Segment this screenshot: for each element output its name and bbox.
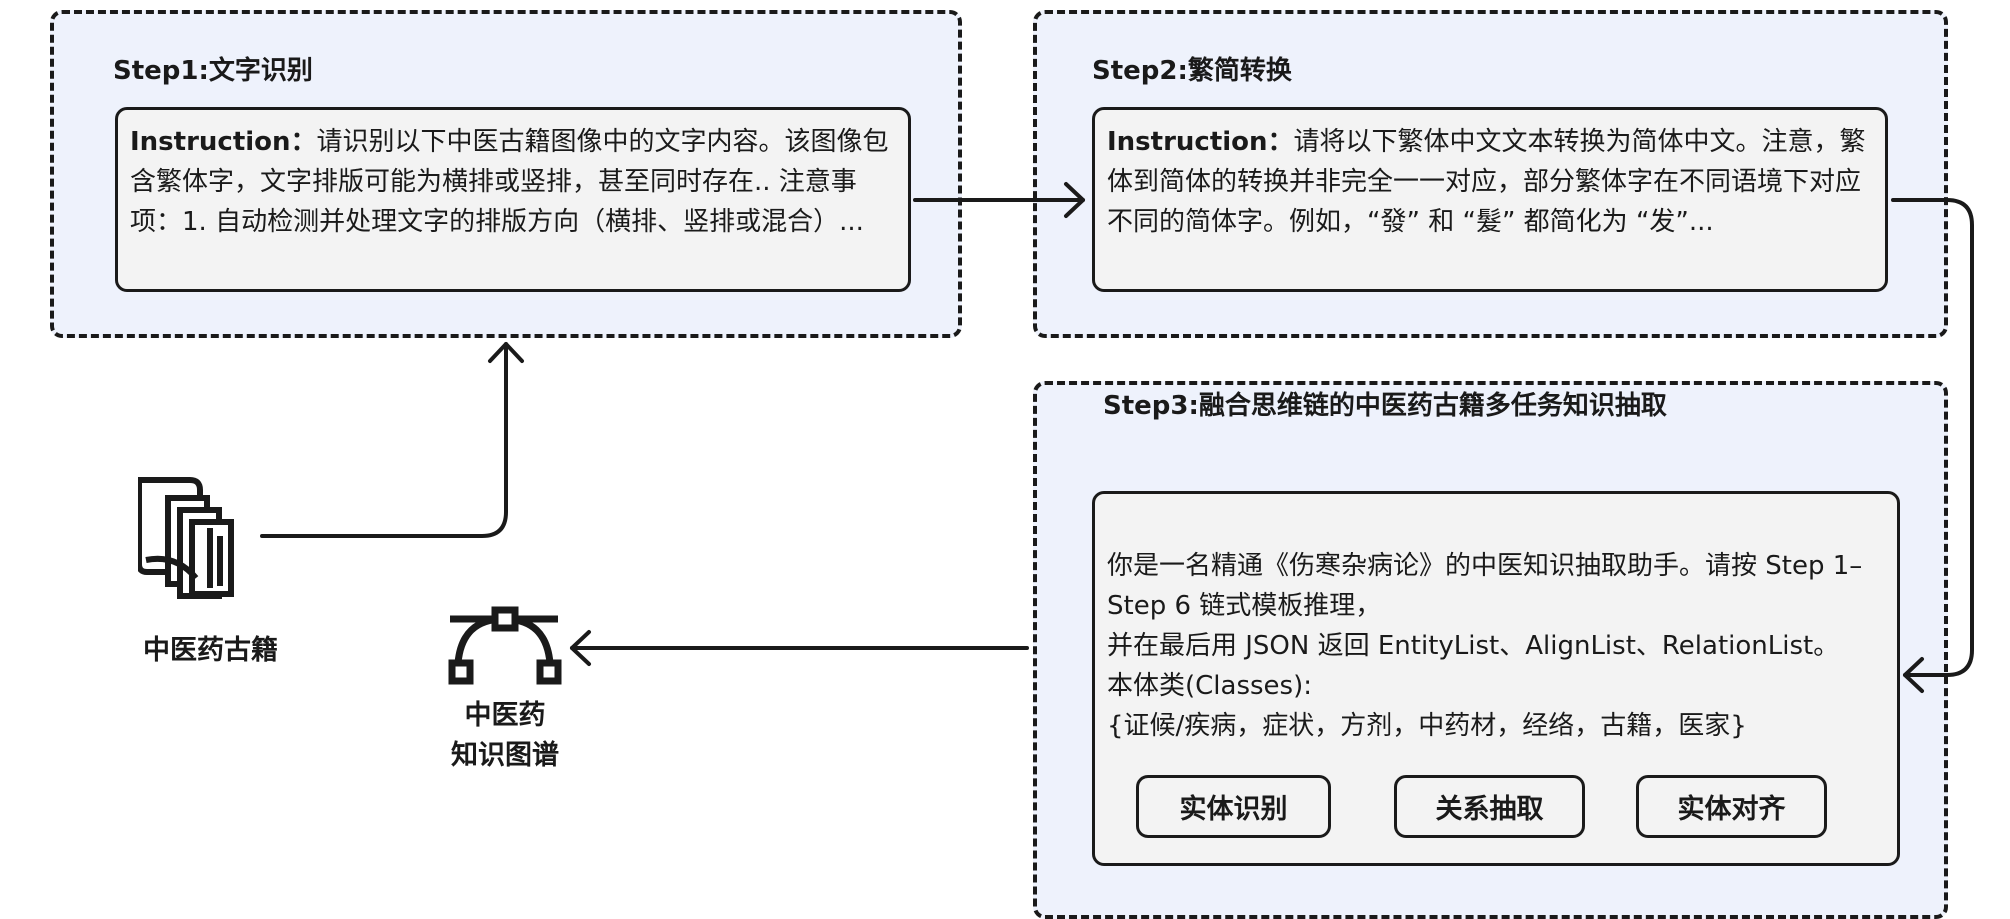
step3-prompt-line: 并在最后用 JSON 返回 EntityList、AlignList、Relat…: [1107, 631, 1840, 661]
step2-instruction-box: Instruction：请将以下繁体中文文本转换为简体中文。注意，繁体到简体的转…: [1092, 107, 1888, 292]
step3-prompt-line: {证候/疾病，症状，方剂，中药材，经络，古籍，医家}: [1107, 711, 1747, 741]
step1-instruction-box: Instruction：请识别以下中医古籍图像中的文字内容。该图像包含繁体字，文…: [115, 107, 911, 292]
bezier-curve-icon: [448, 606, 562, 685]
target-label-line1: 中医药: [464, 700, 546, 731]
relation-extraction-button[interactable]: 关系抽取: [1394, 775, 1585, 838]
step2-instruction-label: Instruction：: [1107, 127, 1294, 157]
step2-instruction-text: 请将以下繁体中文文本转换为简体中文。注意，繁体到简体的转换并非完全一一对应，部分…: [1107, 127, 1866, 237]
entity-alignment-button[interactable]: 实体对齐: [1636, 775, 1827, 838]
source-label: 中医药古籍: [143, 635, 278, 666]
entity-recognition-button[interactable]: 实体识别: [1136, 775, 1331, 838]
step1-instruction-label: Instruction：: [130, 127, 317, 157]
document-stack-icon: [138, 477, 234, 599]
target-label-line2: 知识图谱: [451, 740, 559, 771]
step1-instruction-text: 请识别以下中医古籍图像中的文字内容。该图像包含繁体字，文字排版可能为横排或竖排，…: [130, 127, 889, 237]
step3-title: Step3:融合思维链的中医药古籍多任务知识抽取: [1103, 391, 1667, 421]
step2-title: Step2:繁简转换: [1092, 56, 1292, 86]
arrow-books-to-step1: [260, 342, 508, 538]
step3-prompt-line: 本体类(Classes):: [1107, 671, 1312, 701]
step1-title: Step1:文字识别: [113, 56, 313, 86]
arrow-step2-to-step3: [1891, 198, 1974, 677]
step3-prompt-line: 你是一名精通《伤寒杂病论》的中医知识抽取助手。请按 Step 1–Step 6 …: [1107, 551, 1863, 621]
